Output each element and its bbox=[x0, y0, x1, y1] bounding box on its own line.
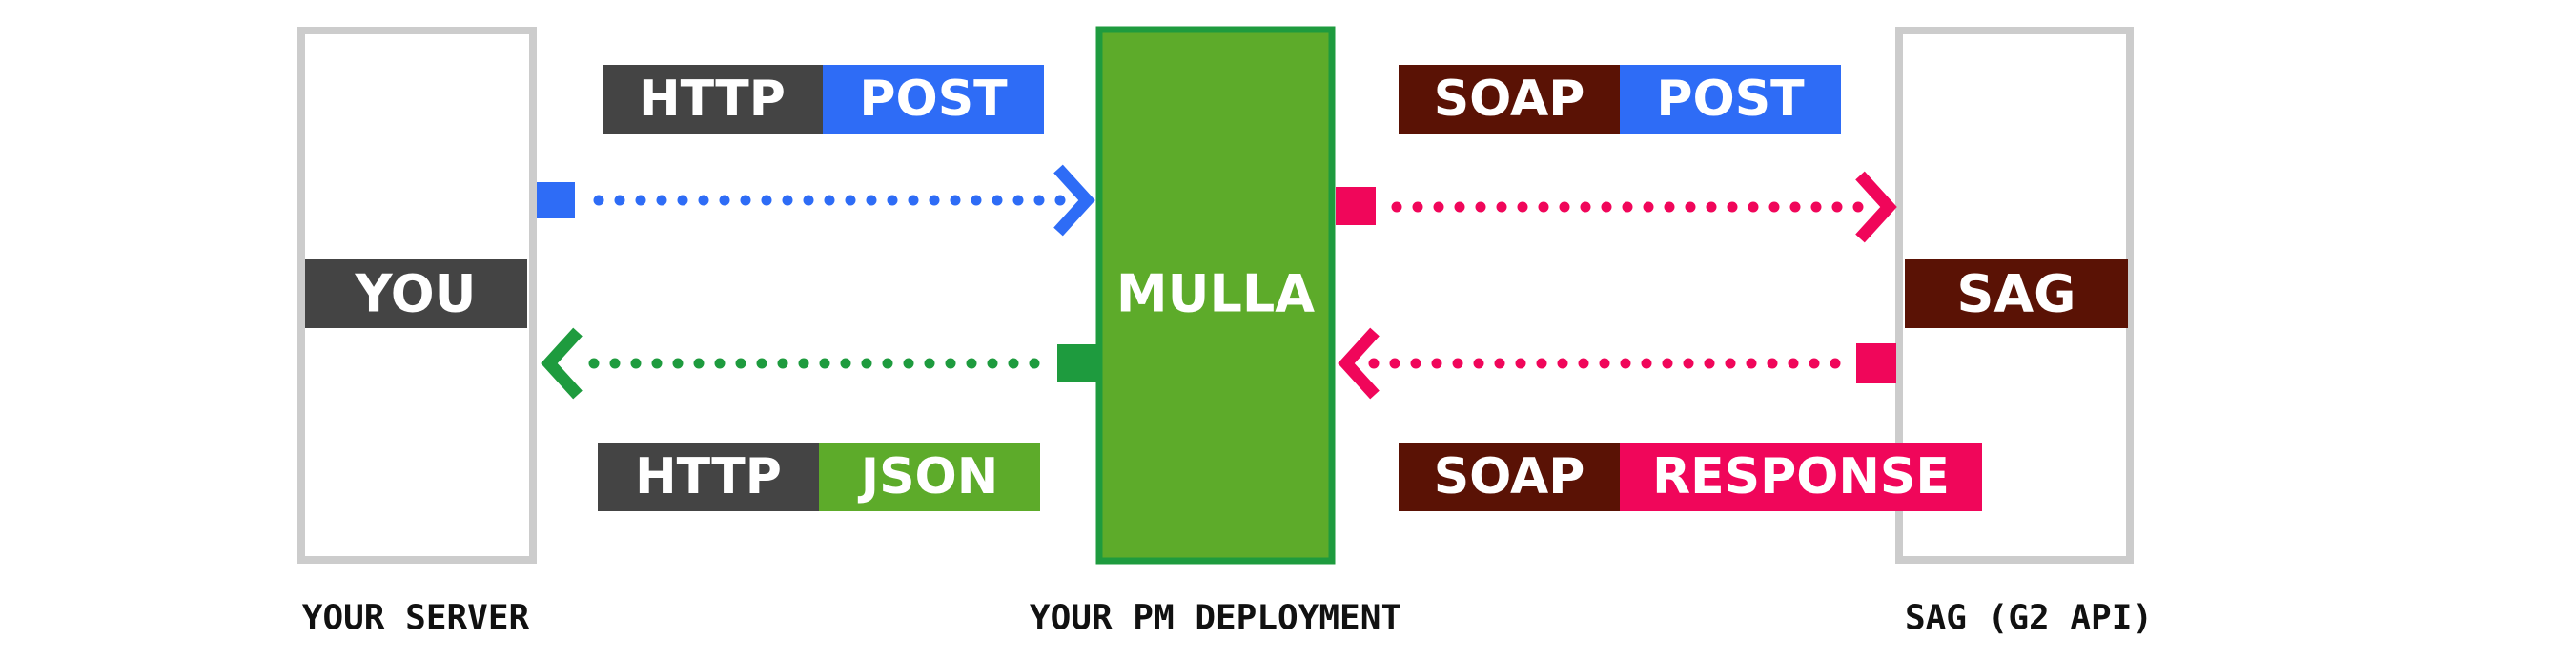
tag-right-segment bbox=[823, 65, 1044, 134]
tag-left-label: SOAP bbox=[1434, 448, 1585, 505]
square-port-icon bbox=[537, 182, 575, 218]
tag-left-segment bbox=[1399, 443, 1620, 511]
flow-soap-post bbox=[1336, 171, 1897, 243]
tag-right-label: POST bbox=[1656, 71, 1805, 128]
sag-label: SAG bbox=[1956, 264, 2075, 324]
sag-caption: SAG (G2 API) bbox=[1905, 599, 2153, 638]
square-port-icon bbox=[1856, 343, 1896, 383]
tag-right-label: POST bbox=[859, 71, 1008, 128]
flow-soap-response bbox=[1338, 327, 1896, 400]
chevron-arrowhead-icon bbox=[1855, 171, 1897, 243]
tag-soap-response: SOAP RESPONSE bbox=[1399, 443, 1982, 511]
chevron-arrowhead-icon bbox=[1053, 164, 1095, 237]
tag-left-label: HTTP bbox=[635, 448, 782, 505]
flow-http-post bbox=[537, 164, 1095, 237]
tag-http-post: HTTP POST bbox=[603, 65, 1044, 134]
tag-right-segment bbox=[1620, 443, 1982, 511]
tag-left-segment bbox=[1399, 65, 1620, 134]
square-port-icon bbox=[1336, 187, 1376, 225]
your-server-node: YOU bbox=[297, 27, 537, 564]
tag-right-segment bbox=[1620, 65, 1841, 134]
square-port-icon bbox=[1057, 344, 1099, 382]
mulla-box bbox=[1095, 26, 1336, 565]
mulla-node: MULLA bbox=[1095, 26, 1336, 565]
you-label: YOU bbox=[355, 264, 477, 324]
you-label-bar bbox=[305, 259, 527, 328]
tag-right-segment bbox=[819, 443, 1040, 511]
tag-http-json: HTTP JSON bbox=[598, 443, 1040, 511]
mulla-label: MULLA bbox=[1116, 264, 1315, 324]
tag-right-label: JSON bbox=[858, 448, 999, 505]
tag-left-label: HTTP bbox=[639, 71, 786, 128]
tag-left-segment bbox=[598, 443, 819, 511]
tag-right-label: RESPONSE bbox=[1652, 448, 1950, 505]
your-server-caption: YOUR SERVER bbox=[302, 599, 530, 638]
pm-deployment-caption: YOUR PM DEPLOYMENT bbox=[1030, 599, 1401, 638]
sag-label-bar bbox=[1905, 259, 2128, 328]
chevron-arrowhead-icon bbox=[541, 327, 583, 400]
chevron-arrowhead-icon bbox=[1338, 327, 1380, 400]
tag-soap-post: SOAP POST bbox=[1399, 65, 1841, 134]
tag-left-label: SOAP bbox=[1434, 71, 1585, 128]
tag-left-segment bbox=[603, 65, 823, 134]
flow-http-json bbox=[541, 327, 1099, 400]
